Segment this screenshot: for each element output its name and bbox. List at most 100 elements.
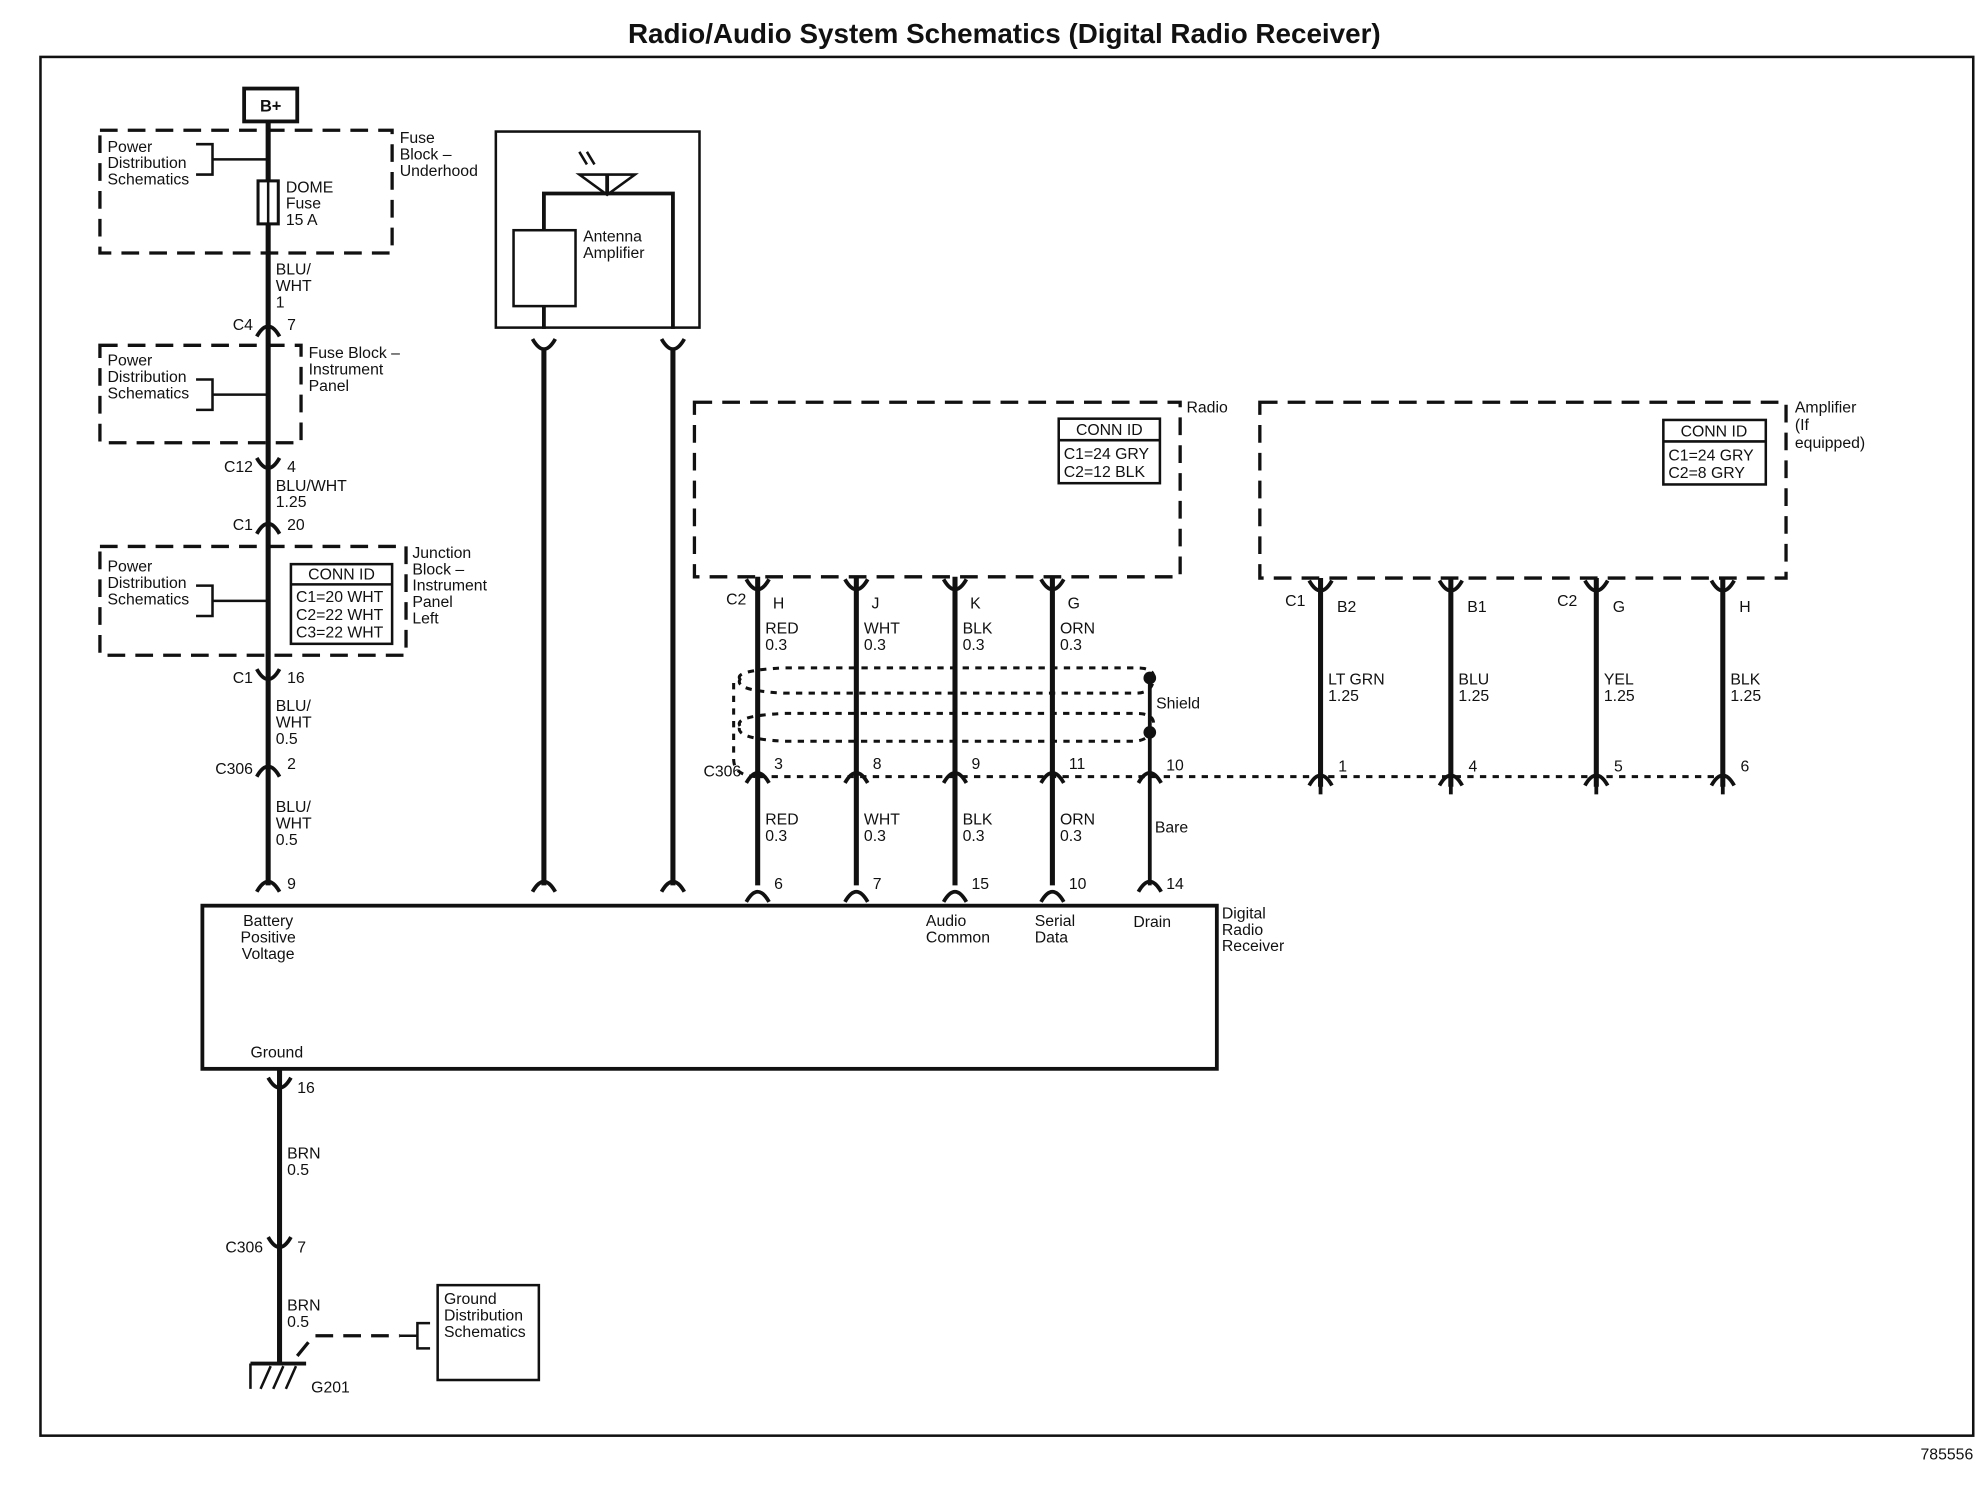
radio-wire-low-color: ORN (1060, 812, 1095, 829)
feed-wire-4-color-2: WHT (276, 816, 312, 833)
power-dist-ref-1-line-2: Distribution (108, 155, 187, 172)
receiver-pin-audio-common-1: Audio (926, 913, 967, 930)
power-dist-ref-2-bracket (196, 378, 269, 412)
ground-ref-link (295, 1334, 400, 1358)
radio-module: Radio CONN ID C1=24 GRY C2=12 BLK (692, 399, 1228, 579)
receiver-pin9: 9 (287, 876, 296, 893)
radio-c2-pin: K (970, 595, 981, 612)
amplifier-wire-gauge: 1.25 (1730, 688, 1761, 705)
amplifier-bottom-connector (1583, 773, 1610, 787)
junction-block-label-1: Junction (412, 545, 471, 562)
junction-block-box (98, 544, 408, 657)
amplifier-label-3: equipped) (1795, 435, 1865, 452)
antenna-connector-1 (530, 338, 557, 351)
radio-c2-pin: G (1068, 595, 1080, 612)
amplifier-wire-gauge: 1.25 (1328, 688, 1359, 705)
antenna-amplifier-module (512, 228, 577, 308)
radio-conn-id-table (1057, 417, 1162, 485)
junction-conn-id-row-2: C2=22 WHT (296, 607, 384, 624)
drain-wire-label: Bare (1155, 819, 1189, 836)
diagram-frame (39, 55, 1975, 1437)
antenna-circuit: Antenna Amplifier (494, 130, 701, 893)
radio-c306-label: C306 (703, 764, 741, 781)
drain-c306-connector (1136, 771, 1163, 784)
radio-wire-low-color: WHT (864, 812, 900, 829)
amplifier-conn-id-row-1: C1=24 GRY (1668, 447, 1754, 464)
fuse-block-ip-label-1: Fuse Block – (309, 345, 401, 362)
radio-wire-low-gauge: 0.3 (963, 828, 985, 845)
amplifier-wire-color: YEL (1604, 671, 1634, 688)
c1-pin20-label: C1 (233, 517, 253, 534)
receiver-name-2: Radio (1222, 922, 1263, 939)
ground-ref-bracket (399, 1321, 431, 1350)
amplifier-wire-color: BLU (1458, 671, 1489, 688)
shield-upper-ellipse (737, 666, 1156, 695)
power-dist-ref-2-line-1: Power (108, 353, 153, 370)
c12-label: C12 (224, 459, 253, 476)
junction-block-label-4: Panel (412, 594, 452, 611)
junction-conn-id-table (289, 562, 394, 646)
ground-circuit: 16 BRN 0.5 C306 7 BRN 0.5 G201 Ground Di… (225, 1068, 541, 1397)
amplifier-conn-id-header: CONN ID (1681, 423, 1748, 440)
radio-wire-low-color: BLK (963, 812, 993, 829)
amplifier-top-pin: B1 (1467, 599, 1487, 616)
c1-pin16-connector (255, 668, 282, 682)
c4-connector (255, 324, 282, 338)
radio-wire-color: WHT (864, 621, 900, 638)
power-dist-ref-3-line-3: Schematics (108, 592, 190, 609)
antenna-receiver-connector-1 (530, 879, 557, 893)
dome-fuse-label-3: 15 A (286, 212, 318, 229)
amplifier-bottom-connector (1709, 773, 1736, 787)
radio-conn-id-row-1: C1=24 GRY (1064, 446, 1150, 463)
feed-wire-2-color: BLU/WHT (276, 478, 347, 495)
amplifier-bottom-pin: 1 (1338, 759, 1347, 776)
ground-c306-label: C306 (225, 1239, 263, 1256)
radio-c306-pin: 8 (873, 756, 882, 773)
amplifier-wire-color: LT GRN (1328, 671, 1384, 688)
junction-block-label-5: Left (412, 611, 439, 628)
amplifier-label-2: (If (1795, 417, 1810, 434)
radio-label: Radio (1186, 399, 1227, 416)
radio-box (692, 400, 1182, 579)
c12-connector (255, 456, 282, 470)
digital-radio-receiver: Digital Radio Receiver Battery Positive … (200, 903, 1284, 1071)
figure-id: 785556 (1921, 1447, 1974, 1464)
radio-wires: C2 C306 HRED0.33RED0.36JWHT0.38WHT0.37KB… (703, 576, 1095, 903)
radio-conn-id-row-2: C2=12 BLK (1064, 464, 1146, 481)
amplifier-top-pin: B2 (1337, 599, 1356, 616)
fuse-block-underhood-label-1: Fuse (400, 130, 435, 147)
radio-c2-connector (843, 578, 870, 592)
amp-c1-label: C1 (1285, 593, 1305, 610)
power-dist-ref-2-line-2: Distribution (108, 369, 187, 386)
feed-wire-3-color-2: WHT (276, 714, 312, 731)
receiver-ground-pin: 16 (297, 1080, 315, 1097)
radio-receiver-connector (843, 889, 870, 903)
radio-c306-connector (843, 771, 870, 784)
antenna-amplifier-label-2: Amplifier (583, 245, 644, 262)
amplifier-conn-id-table (1662, 418, 1768, 486)
radio-receiver-pin: 15 (971, 876, 989, 893)
radio-receiver-connector (1039, 889, 1066, 903)
ground-c306-connector (266, 1236, 293, 1250)
receiver-pin9-connector (255, 879, 282, 893)
radio-wire-color: BLK (963, 621, 993, 638)
feed-wire-3-color-1: BLU/ (276, 698, 312, 715)
c306-pin2-label: C306 (215, 761, 253, 778)
ground-wire-1-color: BRN (287, 1146, 320, 1163)
radio-receiver-pin: 10 (1069, 876, 1087, 893)
radio-wire-low-gauge: 0.3 (1060, 828, 1082, 845)
ground-c306-pin: 7 (297, 1239, 306, 1256)
amp-c2-label: C2 (1557, 593, 1577, 610)
radio-wire-gauge: 0.3 (765, 637, 787, 654)
amplifier-top-pin: H (1739, 599, 1750, 616)
ground-distribution-box (436, 1283, 541, 1382)
amplifier-bottom-pin: 6 (1741, 759, 1750, 776)
junction-block-label-2: Block – (412, 561, 464, 578)
feed-wire-2-gauge: 1.25 (276, 494, 307, 511)
antenna-amplifier-label-1: Antenna (583, 229, 642, 246)
drain-receiver-pin: 14 (1166, 876, 1184, 893)
radio-receiver-connector (941, 889, 969, 903)
